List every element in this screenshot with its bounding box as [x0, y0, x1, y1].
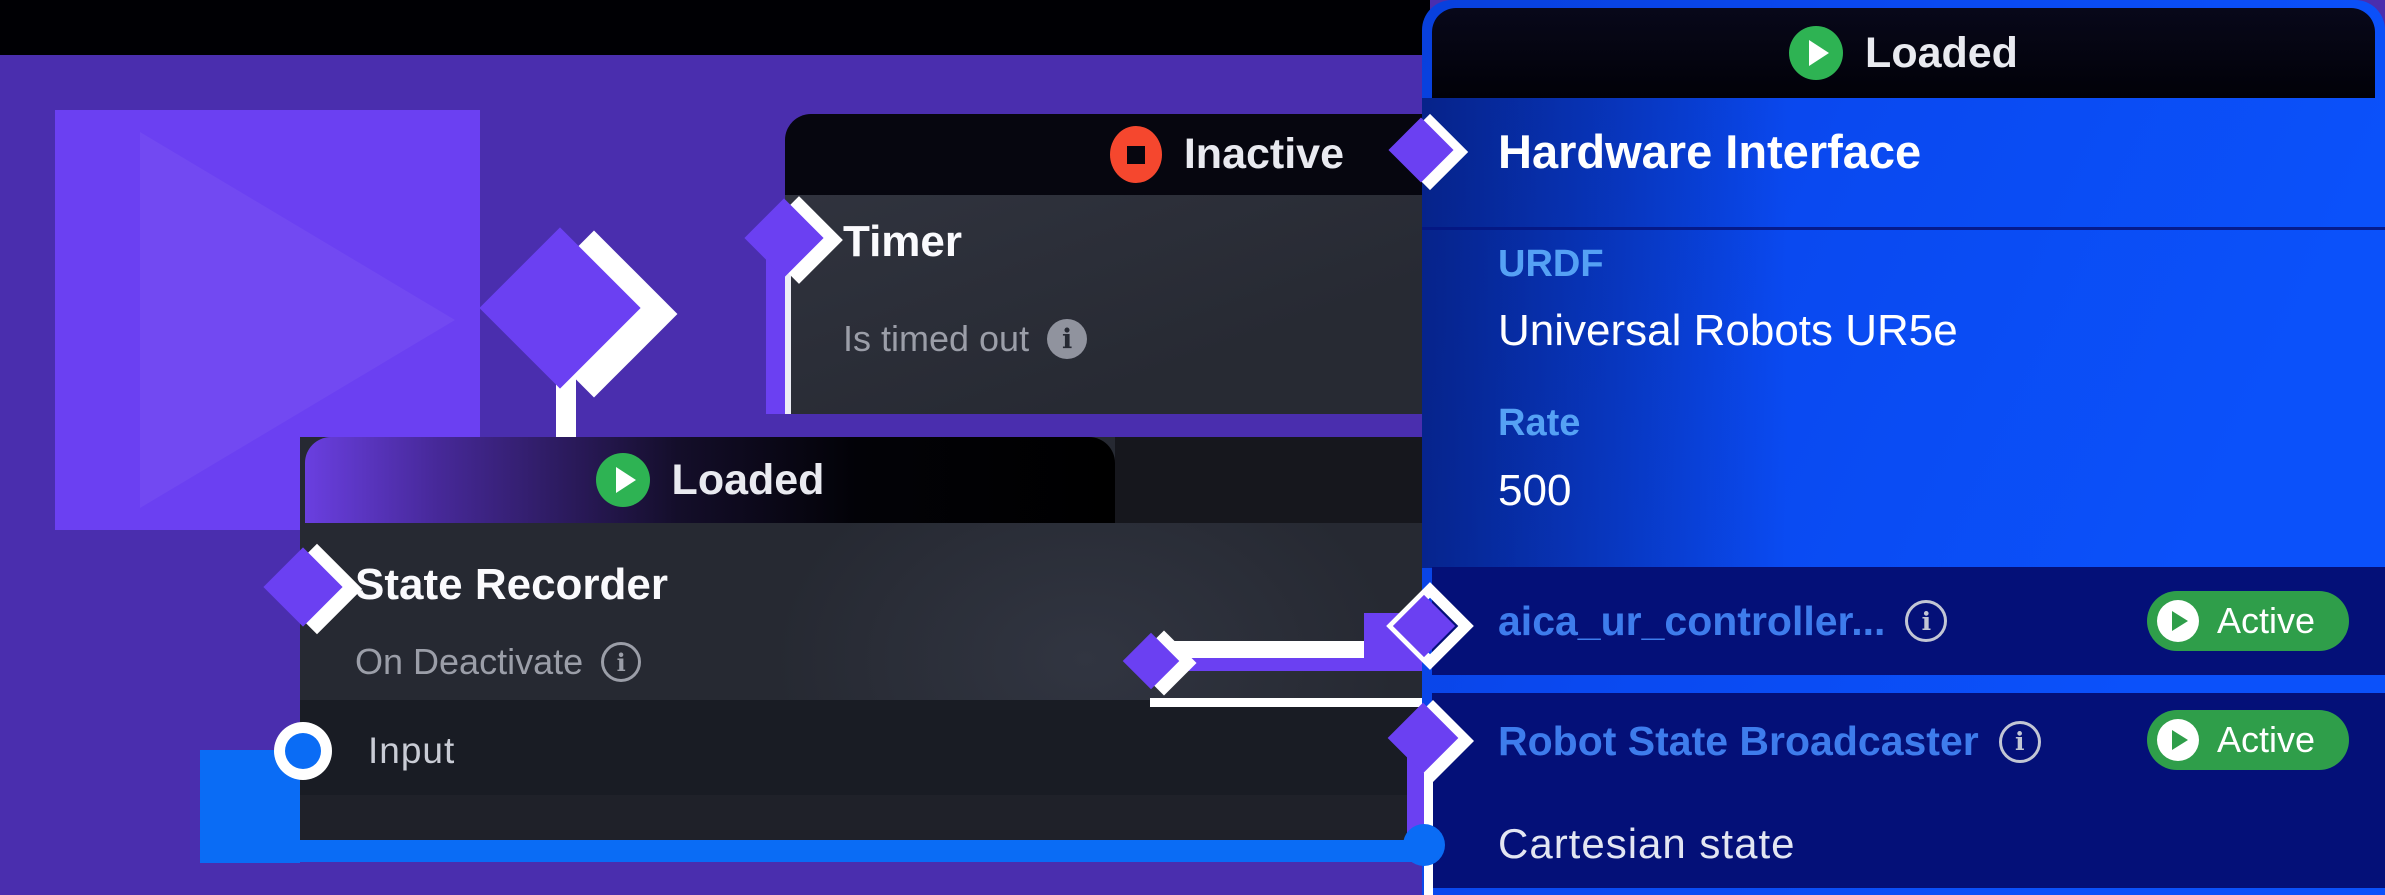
state-recorder-node-title: State Recorder — [355, 560, 669, 609]
timer-connector-line-highlight — [785, 256, 791, 414]
timer-field-label: Is timed out — [843, 318, 1030, 359]
info-icon[interactable]: i — [1047, 319, 1088, 359]
rsb-connector-purple-line — [1407, 748, 1424, 847]
play-button-square — [55, 110, 480, 530]
stop-icon — [1109, 126, 1162, 183]
hardware-interface-status-label: Loaded — [1865, 28, 2018, 77]
info-icon[interactable]: i — [1905, 600, 1948, 642]
controller-name-text: aica_ur_controller... — [1498, 597, 1886, 644]
timer-node-header[interactable]: Inactive — [785, 114, 1422, 195]
controller-block-robot-state-broadcaster[interactable]: Robot State Broadcaster i Active Cartesi… — [1432, 693, 2385, 888]
state-recorder-input-label: Input — [368, 730, 456, 771]
controller-name: aica_ur_controller... i — [1498, 597, 1948, 645]
state-recorder-input-row[interactable] — [300, 700, 1422, 795]
rate-value[interactable]: 500 — [1498, 466, 1572, 515]
info-icon[interactable]: i — [601, 642, 642, 682]
hardware-interface-header[interactable]: Loaded — [1432, 8, 2375, 98]
controller-row-aica-ur-controller[interactable]: aica_ur_controller... i Active — [1432, 567, 2385, 675]
state-recorder-top-strip — [1115, 437, 1422, 523]
connection-white-lower — [1150, 698, 1424, 707]
panel-blur-overlay — [1422, 98, 1852, 568]
hardware-interface-title: Hardware Interface — [1498, 125, 1922, 178]
state-recorder-field-label: On Deactivate — [355, 641, 584, 682]
blue-connection-line — [300, 840, 1426, 862]
cartesian-state-circle-port[interactable] — [1403, 824, 1445, 866]
urdf-label: URDF — [1498, 243, 1604, 285]
panel-divider — [1422, 227, 2385, 230]
connection-purple-wire — [1162, 658, 1424, 671]
timer-connector-line — [766, 248, 785, 414]
urdf-value[interactable]: Universal Robots UR5e — [1498, 306, 1958, 355]
state-recorder-field-on-deactivate: On Deactivate i — [355, 641, 642, 683]
info-icon[interactable]: i — [1998, 720, 2041, 763]
hardware-interface-node[interactable]: Loaded Hardware Interface URDF Universal… — [1422, 0, 2385, 895]
rate-label: Rate — [1498, 402, 1581, 444]
badge-label: Active — [2216, 600, 2315, 641]
active-status-badge[interactable]: Active — [2146, 591, 2349, 651]
timer-status-label: Inactive — [1183, 130, 1344, 178]
cartesian-state-output-label: Cartesian state — [1498, 820, 1796, 867]
state-recorder-status-label: Loaded — [671, 455, 825, 504]
top-black-bar — [0, 0, 1430, 55]
play-icon — [2156, 719, 2199, 761]
input-circle-port[interactable] — [285, 733, 321, 769]
state-recorder-node-header[interactable]: Loaded — [305, 437, 1115, 523]
controller-name: Robot State Broadcaster i — [1498, 718, 2041, 765]
state-recorder-footer — [300, 795, 1422, 840]
badge-label: Active — [2216, 719, 2315, 760]
active-status-badge[interactable]: Active — [2146, 710, 2349, 770]
play-icon — [595, 453, 650, 507]
timer-node-title: Timer — [843, 217, 963, 266]
play-icon — [2156, 600, 2199, 642]
timer-field-is-timed-out: Is timed out i — [843, 318, 1088, 360]
connection-white-upper — [1148, 641, 1424, 658]
timer-node-body[interactable] — [785, 195, 1422, 414]
play-icon — [1789, 26, 1844, 80]
rsb-connector-white-line — [1424, 748, 1433, 895]
controller-name-text: Robot State Broadcaster — [1498, 718, 1979, 764]
